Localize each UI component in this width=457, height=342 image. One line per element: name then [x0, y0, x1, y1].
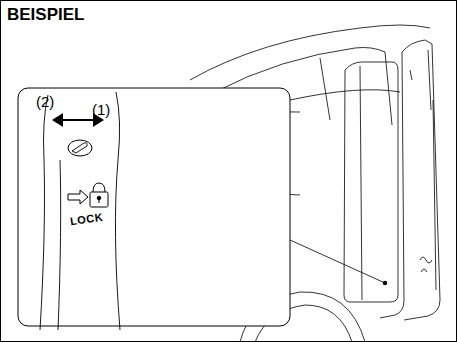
- leader-line: [290, 240, 385, 283]
- inset-drawing: [40, 92, 120, 330]
- callout-number: (1): [92, 102, 110, 117]
- callout-number: (2): [36, 94, 54, 109]
- detail-inset: [18, 88, 290, 326]
- child-lock-lever: [68, 140, 92, 156]
- figure-title: BEISPIEL: [7, 6, 84, 23]
- lock-symbol: [68, 183, 108, 207]
